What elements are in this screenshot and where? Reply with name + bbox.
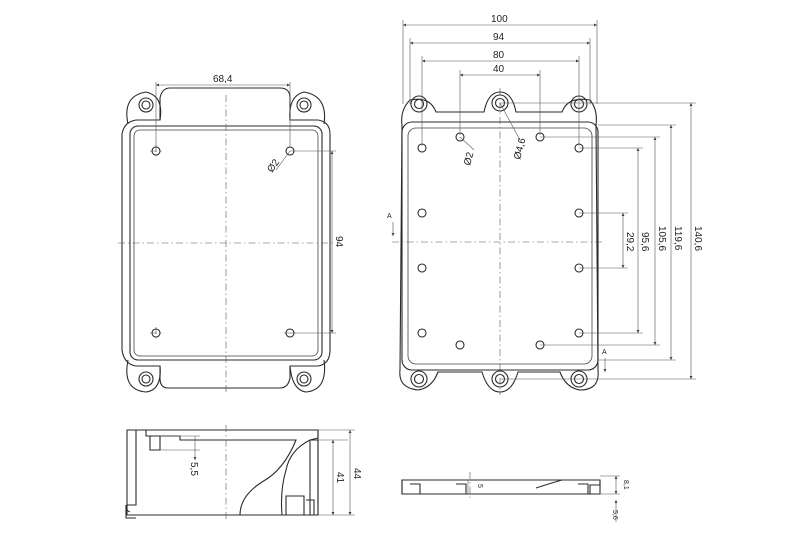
hole-d2-left: Ø2	[265, 157, 282, 175]
dim-5: 5	[476, 484, 483, 488]
dim-105-6: 105,6	[656, 226, 667, 251]
dim-94-side: 94	[333, 236, 344, 248]
dim-5-6: 5,6	[611, 510, 618, 520]
dim-68-4: 68,4	[213, 74, 233, 85]
dim-119-6: 119,6	[672, 226, 683, 251]
dim-41: 41	[334, 472, 345, 484]
dim-80: 80	[493, 50, 505, 61]
dim-140-6: 140,6	[692, 226, 703, 251]
section-a-left: A	[387, 213, 392, 220]
right-top-view: A A 100 94 80 40 Ø2 Ø4,6 29,2 95,6	[387, 14, 703, 395]
dim-100: 100	[491, 14, 508, 25]
left-section-view: 5,5 41 44	[125, 425, 362, 520]
hole-d2-right: Ø2	[462, 151, 476, 167]
dim-29-2: 29,2	[624, 232, 635, 252]
left-top-view: 68,4 94 Ø2	[118, 74, 344, 393]
dim-94-top: 94	[493, 32, 505, 43]
dim-5-5: 5,5	[188, 462, 199, 476]
dim-8-1: 8,1	[622, 480, 629, 490]
dim-95-6: 95,6	[639, 232, 650, 252]
dim-44: 44	[351, 468, 362, 480]
dim-40: 40	[493, 64, 505, 75]
section-a-right: A	[602, 349, 607, 356]
hole-d4-6: Ø4,6	[512, 137, 528, 161]
right-section-view: 5 8,1 5,6	[401, 472, 629, 522]
